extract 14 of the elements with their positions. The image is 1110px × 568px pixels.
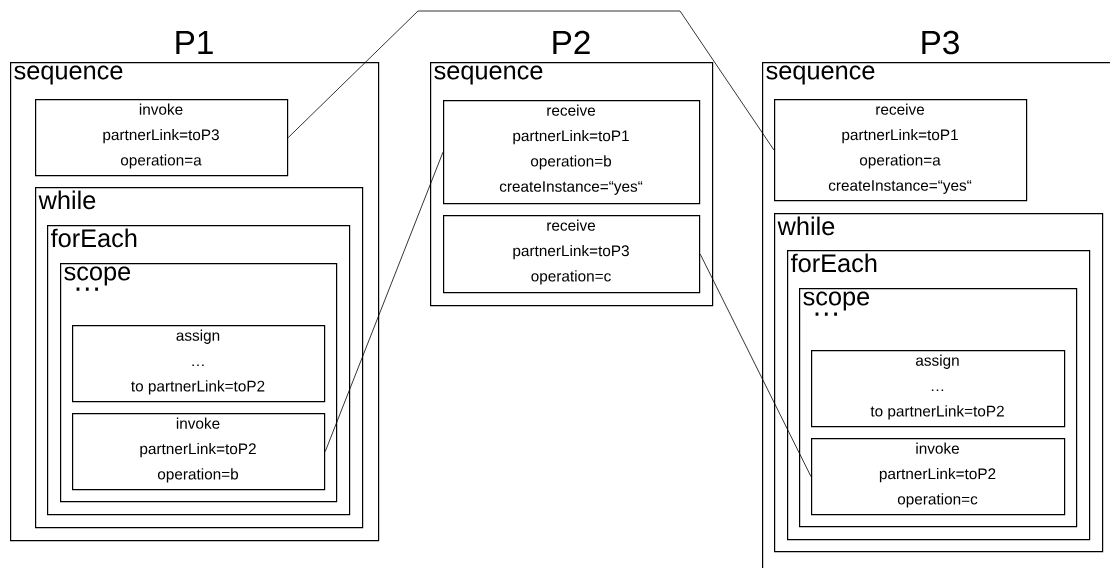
activity-box: assign … to partnerLink=toP2 bbox=[72, 325, 326, 403]
node-label: P3 bbox=[922, 30, 959, 55]
connector-line bbox=[324, 151, 444, 452]
activity-box: receive partnerLink=toP3 operation=c bbox=[443, 215, 701, 294]
activity-box: invoke partnerLink=toP2 operation=c bbox=[811, 438, 1066, 516]
activity-box: assign … to partnerLink=toP2 bbox=[811, 350, 1066, 428]
connector-line bbox=[699, 253, 812, 477]
node-label: P1 bbox=[176, 31, 213, 54]
activity-box: invoke partnerLink=toP3 operation=a bbox=[35, 99, 289, 177]
activity-box: invoke partnerLink=toP2 operation=b bbox=[72, 413, 326, 491]
activity-box: receive partnerLink=toP1 operation=b createInstance=“yes“ bbox=[443, 100, 701, 205]
connector-line bbox=[287, 10, 775, 151]
node-label: P2 bbox=[553, 30, 590, 54]
activity-box: receive partnerLink=toP1 operation=a createInstance=“yes“ bbox=[774, 99, 1028, 202]
